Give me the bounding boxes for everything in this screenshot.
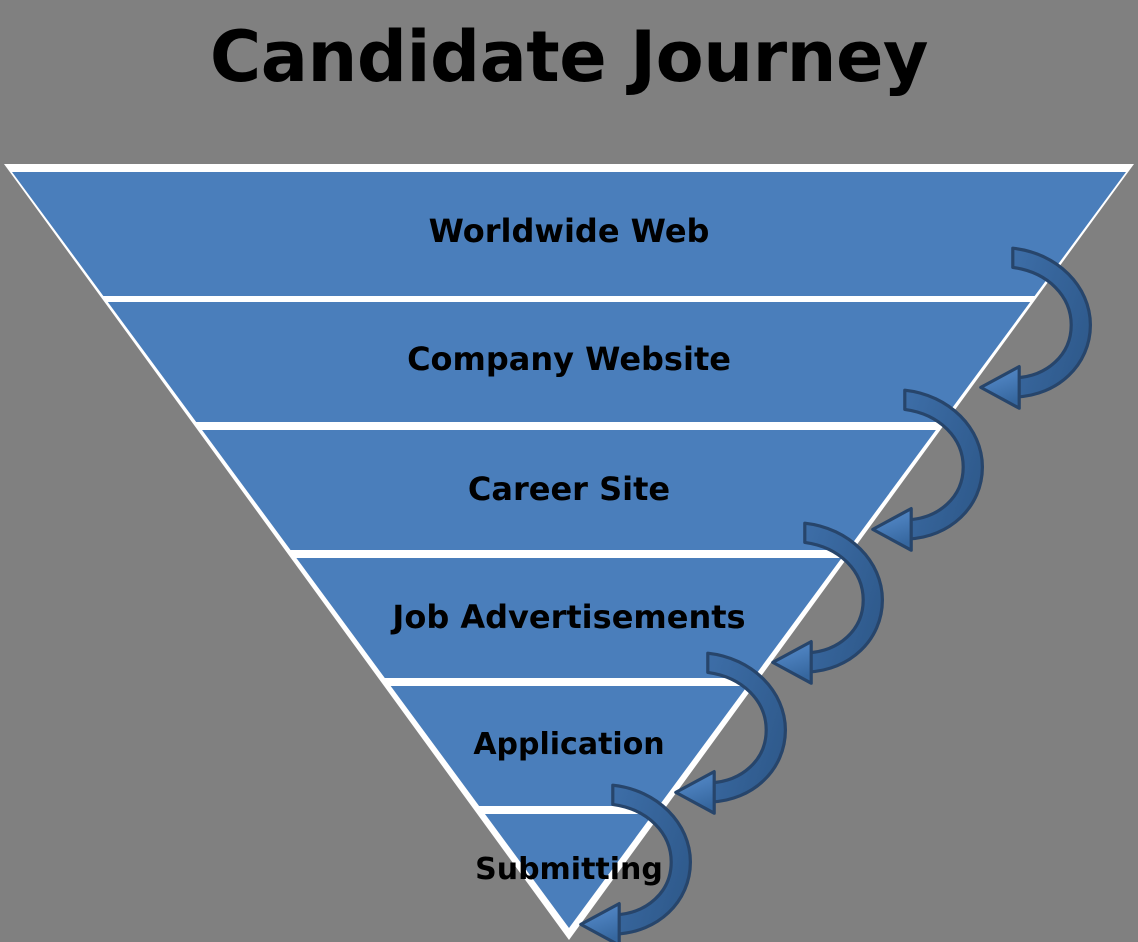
- page-title: Candidate Journey: [209, 16, 929, 98]
- funnel-segment-5: [12, 686, 1126, 806]
- funnel-segment-1: [12, 172, 1126, 296]
- funnel-segment-2: [12, 302, 1126, 422]
- funnel-segment-6: [12, 814, 1126, 928]
- funnel-segment-4: [12, 558, 1126, 678]
